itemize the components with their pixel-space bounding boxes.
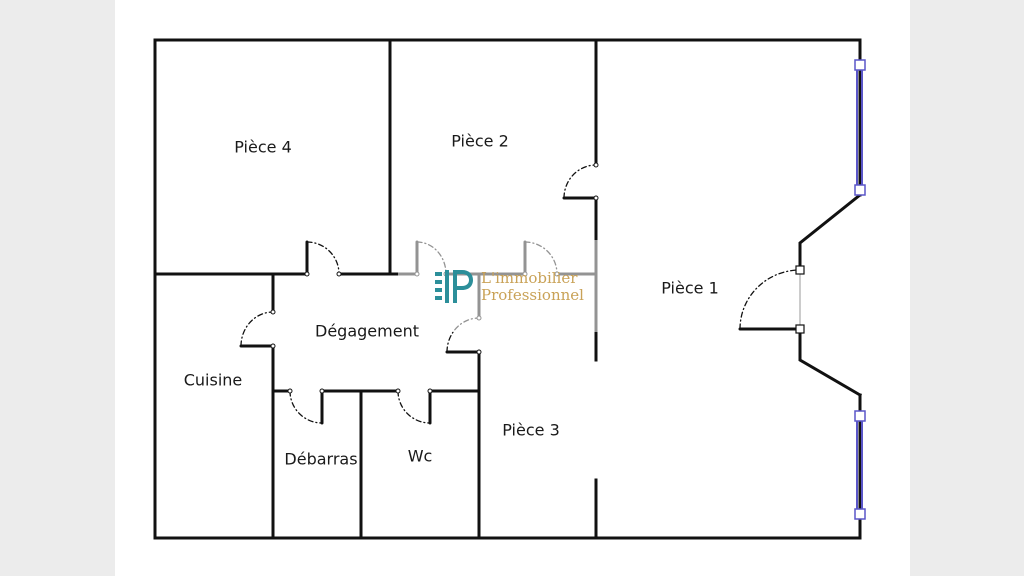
room-label-piece1: Pièce 1 [661, 278, 719, 298]
watermark-line2: Professionnel [481, 286, 584, 304]
door-entrance [738, 265, 805, 334]
door-debarras [287, 388, 325, 425]
watermark-line1: L'immobilier [481, 269, 578, 287]
room-label-wc: Wc [407, 446, 433, 466]
door-piece2-piece1 [562, 162, 599, 201]
watermark-text: L'immobilier Professionnel [481, 270, 584, 304]
window-upper [854, 59, 866, 196]
window-lower [854, 410, 866, 520]
room-label-debarras: Débarras [284, 449, 358, 469]
windows [854, 59, 866, 520]
watermark-box [398, 240, 626, 332]
room-label-piece3: Pièce 3 [502, 420, 560, 440]
room-label-degagement: Dégagement [315, 321, 419, 341]
watermark-ip-logo [435, 270, 473, 303]
bay-upper [798, 192, 863, 272]
bay-lower [798, 327, 863, 398]
door-cuisine [239, 309, 276, 349]
door-piece4 [304, 240, 342, 277]
room-label-cuisine: Cuisine [183, 370, 243, 390]
room-label-piece2: Pièce 2 [451, 131, 509, 151]
door-wc [395, 388, 433, 425]
room-label-piece4: Pièce 4 [234, 137, 292, 157]
